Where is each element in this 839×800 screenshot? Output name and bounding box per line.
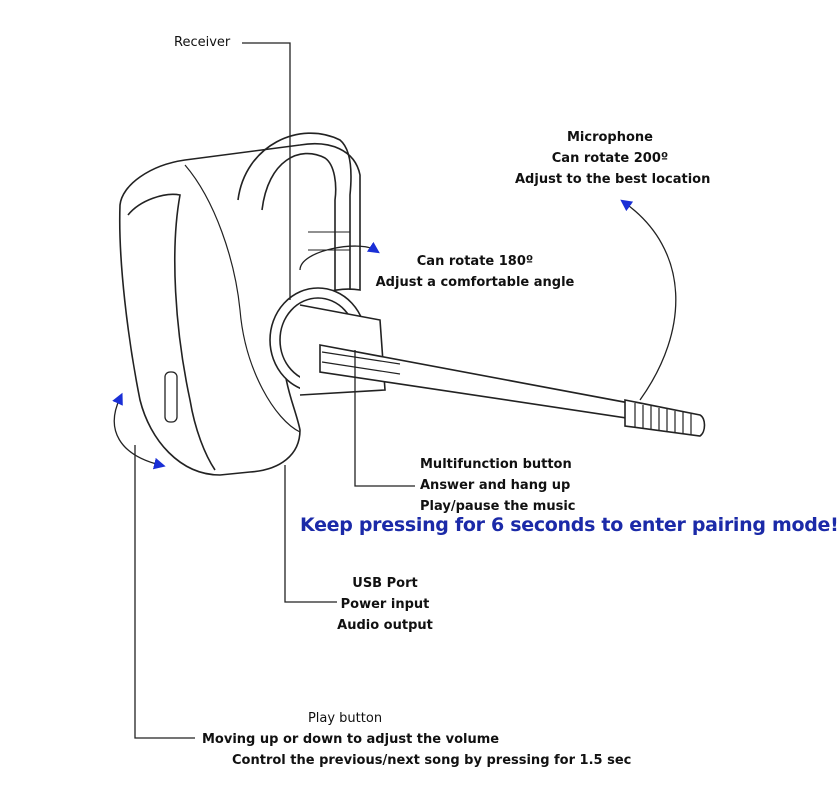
microphone-adjust: Adjust to the best location (515, 172, 711, 187)
microphone-rotate: Can rotate 200º (551, 151, 669, 166)
microphone-title: Microphone (566, 130, 653, 145)
play-title: Play button (307, 711, 383, 726)
mic-rotate-arrow (620, 199, 677, 401)
usb-title: USB Port (352, 576, 418, 591)
microphone-grille (634, 403, 692, 435)
rotate-title: Can rotate 180º (416, 254, 534, 269)
multifunction-play: Play/pause the music (420, 499, 576, 514)
usb-audio: Audio output (337, 618, 433, 633)
play-song: Control the previous/next song by pressi… (232, 753, 632, 768)
microphone-boom (319, 344, 706, 437)
multifunction-answer: Answer and hang up (420, 478, 571, 493)
headset-diagram (112, 42, 706, 739)
rotate-adjust: Adjust a comfortable angle (375, 275, 575, 290)
hook-rotate-arrow (299, 241, 380, 271)
leader-lines (134, 42, 415, 739)
usb-power: Power input (340, 597, 430, 612)
play-rotate-arrow (112, 392, 166, 470)
multifunction-title: Multifunction button (420, 457, 572, 472)
receiver-label: Receiver (174, 35, 231, 50)
multifunction-leader (354, 350, 415, 487)
play-button-shape (164, 371, 178, 423)
play-volume: Moving up or down to adjust the volume (202, 732, 500, 747)
play-leader (134, 445, 195, 739)
usb-leader (284, 465, 337, 603)
rotation-arrows (112, 199, 677, 470)
pairing-banner: Keep pressing for 6 seconds to enter pai… (300, 514, 839, 536)
receiver-leader (242, 42, 291, 300)
